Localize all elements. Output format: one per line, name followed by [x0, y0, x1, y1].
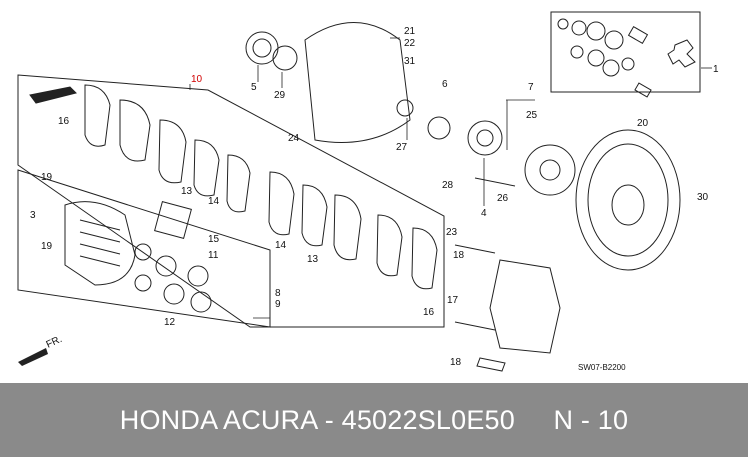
callout-23: 23	[446, 227, 458, 238]
callout-30: 30	[697, 192, 709, 203]
footer-bar: HONDA ACURA - 45022SL0E50 N - 10	[0, 383, 748, 457]
callout-16a: 16	[58, 116, 70, 127]
callout-1: 1	[713, 64, 719, 75]
callout-24: 24	[288, 133, 300, 144]
callout-20: 20	[637, 118, 649, 129]
exploded-parts-diagram: FR. 1 3 4 5 6 7 8 9 10 11 12 13 13 14 14…	[17, 11, 719, 372]
hub-and-rotor	[245, 22, 681, 271]
seal-kit-box	[550, 11, 701, 98]
footer-part-label: HONDA ACURA - 45022SL0E50 N - 10	[119, 404, 629, 435]
callout-16b: 16	[423, 307, 435, 318]
callout-15: 15	[208, 234, 220, 245]
front-direction-icon: FR.	[18, 334, 64, 366]
callout-26: 26	[497, 193, 509, 204]
direction-label: FR.	[45, 334, 64, 351]
callout-3: 3	[30, 210, 36, 221]
callout-12: 12	[164, 317, 176, 328]
callout-10-highlight[interactable]: 10	[191, 74, 203, 85]
callout-22: 22	[404, 38, 416, 49]
callout-7: 7	[528, 82, 534, 93]
callout-21: 21	[404, 26, 416, 37]
callout-4: 4	[481, 208, 487, 219]
callout-9: 9	[275, 299, 281, 310]
brake-pads	[29, 84, 438, 290]
leader-lines	[189, 37, 712, 319]
callout-13a: 13	[181, 186, 193, 197]
pad-kit-box	[17, 74, 445, 328]
callout-14b: 14	[275, 240, 287, 251]
callout-13b: 13	[307, 254, 319, 265]
callout-6: 6	[442, 79, 448, 90]
callout-29: 29	[274, 90, 286, 101]
caliper-bracket	[454, 244, 561, 372]
callout-31: 31	[404, 56, 416, 67]
callout-28: 28	[442, 180, 454, 191]
callout-19a: 19	[41, 172, 53, 183]
callout-5: 5	[251, 82, 257, 93]
callout-19b: 19	[41, 241, 53, 252]
callout-17: 17	[447, 295, 459, 306]
callout-numbers: 1 3 4 5 6 7 8 9 10 11 12 13 13 14 14 15 …	[30, 26, 719, 372]
callout-8: 8	[275, 288, 281, 299]
callout-27: 27	[396, 142, 408, 153]
caliper-body	[64, 201, 212, 313]
callout-14a: 14	[208, 196, 220, 207]
callout-18a: 18	[453, 250, 465, 261]
callout-25: 25	[526, 110, 538, 121]
drawing-code: SW07-B2200	[578, 363, 626, 372]
callout-18b: 18	[450, 357, 462, 368]
callout-11: 11	[208, 250, 219, 261]
